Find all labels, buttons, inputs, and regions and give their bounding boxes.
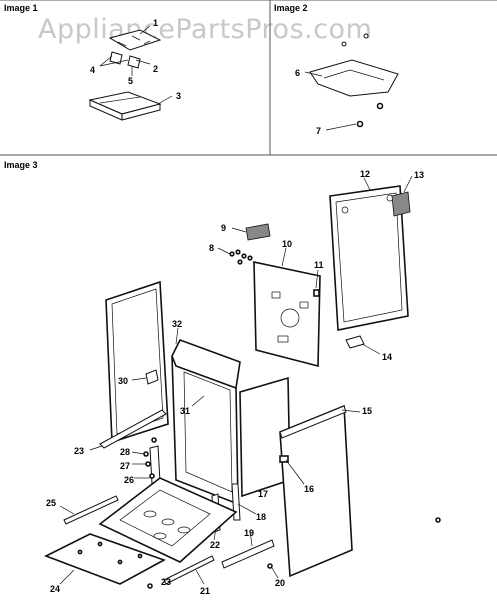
callout-32: 32 bbox=[172, 319, 182, 329]
callout-20: 20 bbox=[275, 578, 285, 588]
callout-3: 3 bbox=[176, 91, 181, 101]
watermark-text: AppliancePartsPros.com bbox=[38, 14, 373, 45]
shield-plate-fold bbox=[323, 69, 385, 81]
callout-8: 8 bbox=[209, 243, 214, 253]
image-1-drawing bbox=[88, 25, 173, 121]
callout-28: 28 bbox=[120, 447, 130, 457]
left-rail bbox=[99, 409, 167, 449]
callout-9: 9 bbox=[221, 223, 226, 233]
callout-11: 11 bbox=[314, 260, 324, 270]
callout-2: 2 bbox=[153, 64, 158, 74]
callout-24: 24 bbox=[50, 584, 60, 594]
left-side-panel bbox=[105, 280, 169, 444]
rear-vent-grille bbox=[391, 191, 411, 217]
callout-17: 17 bbox=[258, 489, 268, 499]
side-knob bbox=[145, 369, 159, 385]
rear-panel-inner bbox=[335, 192, 403, 323]
callout-12: 12 bbox=[360, 169, 370, 179]
door-hinge bbox=[279, 455, 289, 463]
clip-right bbox=[127, 55, 141, 69]
callout-21: 21 bbox=[200, 586, 210, 596]
panel-label-image-1: Image 1 bbox=[4, 3, 38, 13]
screw-bottom bbox=[356, 120, 364, 128]
callout-27: 27 bbox=[120, 461, 130, 471]
kick-strip-side bbox=[221, 539, 275, 569]
upper-bracket bbox=[108, 29, 162, 51]
callout-16: 16 bbox=[304, 484, 314, 494]
kick-strip-front bbox=[163, 555, 215, 585]
oven-opening bbox=[183, 371, 233, 493]
front-frame-top bbox=[171, 339, 241, 390]
callout-1: 1 bbox=[153, 18, 158, 28]
callout-26: 26 bbox=[124, 475, 134, 485]
side-bracket bbox=[345, 335, 365, 349]
front-strip bbox=[63, 495, 119, 525]
mounting-plate-side bbox=[121, 103, 161, 121]
bottom-panel bbox=[44, 533, 166, 585]
image-3-drawing bbox=[44, 175, 441, 589]
inner-back-panel bbox=[253, 261, 321, 368]
callout-labels: 1 2 3 4 5 6 7 8 9 10 11 12 13 14 15 16 1… bbox=[46, 18, 424, 596]
callout-30: 30 bbox=[118, 376, 128, 386]
shield-plate bbox=[309, 59, 399, 97]
panel-label-image-2: Image 2 bbox=[274, 3, 308, 13]
callout-22: 22 bbox=[210, 540, 220, 550]
screw-top-right bbox=[363, 33, 369, 39]
callout-18: 18 bbox=[256, 512, 266, 522]
callout-23-upper: 23 bbox=[74, 446, 84, 456]
callout-31: 31 bbox=[180, 406, 190, 416]
upper-bracket-details bbox=[117, 35, 151, 47]
clip-left bbox=[109, 51, 123, 65]
callout-14: 14 bbox=[382, 352, 392, 362]
front-frame bbox=[171, 355, 239, 506]
top-vent-grille bbox=[245, 223, 271, 241]
callout-4: 4 bbox=[90, 65, 95, 75]
callout-6: 6 bbox=[295, 68, 300, 78]
callout-10: 10 bbox=[282, 239, 292, 249]
panel-label-image-3: Image 3 bbox=[4, 160, 38, 170]
callout-13: 13 bbox=[414, 170, 424, 180]
callout-23-lower: 23 bbox=[161, 577, 171, 587]
rear-panel bbox=[329, 185, 409, 331]
screw-row bbox=[229, 249, 253, 265]
callout-5: 5 bbox=[128, 76, 133, 86]
panel-clip bbox=[313, 289, 320, 297]
callout-25: 25 bbox=[46, 498, 56, 508]
screw-lower bbox=[376, 102, 384, 110]
callout-19: 19 bbox=[244, 528, 254, 538]
screw-top-left bbox=[341, 41, 347, 47]
bottom-tray bbox=[98, 477, 238, 563]
callout-15: 15 bbox=[362, 406, 372, 416]
callout-7: 7 bbox=[316, 126, 321, 136]
image-2-drawing bbox=[304, 33, 399, 131]
